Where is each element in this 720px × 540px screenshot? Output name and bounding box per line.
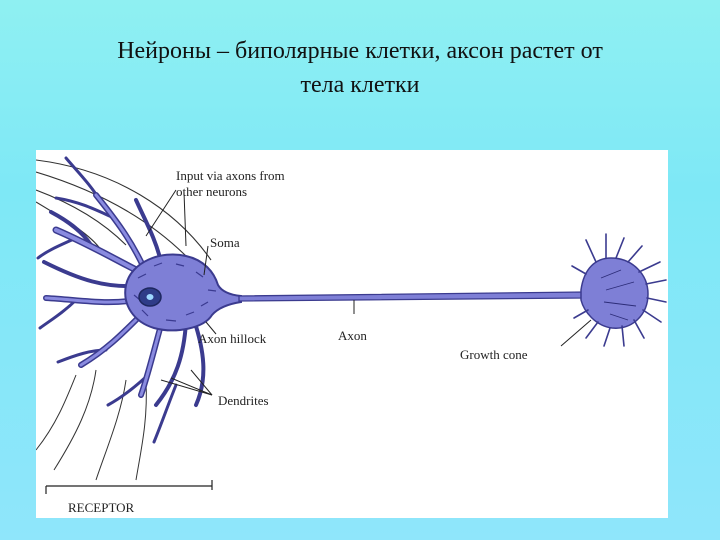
- slide-title-line-1: Нейроны – биполярные клетки, аксон расте…: [117, 38, 603, 64]
- soma-texture: [133, 262, 217, 322]
- axon: [238, 291, 585, 302]
- slide-title-line-2: тела клетки: [300, 72, 420, 98]
- label-dendrites: Dendrites: [218, 393, 269, 408]
- label-input-line-2: other neurons: [176, 184, 247, 199]
- label-receptor: RECEPTOR: [68, 500, 135, 515]
- receptor-bracket: [45, 480, 213, 494]
- neuron-diagram-svg: Input via axons from other neurons Soma …: [36, 156, 667, 515]
- label-growth-cone: Growth cone: [460, 347, 528, 362]
- nucleolus: [146, 294, 154, 300]
- receptor-fibers: [36, 369, 147, 481]
- label-axon: Axon: [338, 328, 367, 343]
- label-input-line-1: Input via axons from: [176, 168, 285, 183]
- leader-lines: [145, 189, 592, 396]
- growth-cone: [571, 233, 667, 347]
- label-axon-hillock: Axon hillock: [198, 331, 267, 346]
- label-soma: Soma: [210, 235, 240, 250]
- neuron-diagram: Input via axons from other neurons Soma …: [36, 150, 668, 518]
- slide-title: Нейроны – биполярные клетки, аксон расте…: [20, 34, 700, 102]
